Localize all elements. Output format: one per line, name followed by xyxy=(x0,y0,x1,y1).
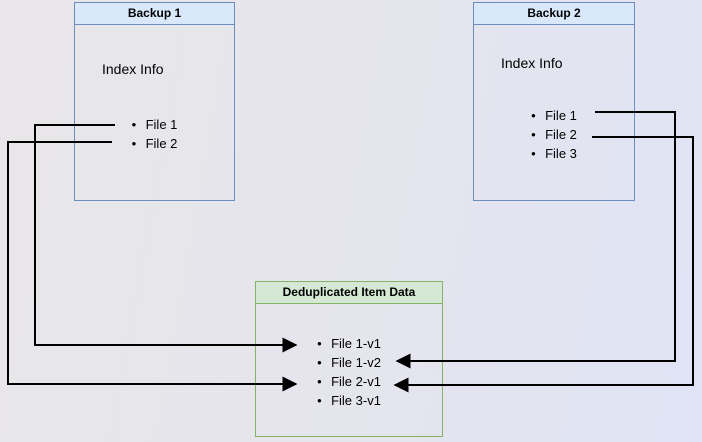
backup1-file-item: File 1 xyxy=(132,115,178,134)
deduplicated-item-data-box: Deduplicated Item Data File 1-v1 File 1-… xyxy=(255,281,443,437)
backup1-file-list: File 1 File 2 xyxy=(132,115,178,153)
backup2-file-item: File 1 xyxy=(531,106,577,125)
backup1-box: Backup 1 Index Info File 1 File 2 xyxy=(74,2,235,201)
dedup-item: File 1-v1 xyxy=(317,334,381,353)
deduplicated-item-data-title: Deduplicated Item Data xyxy=(256,282,442,304)
backup2-title: Backup 2 xyxy=(474,3,634,25)
backup2-file-list: File 1 File 2 File 3 xyxy=(531,106,577,163)
backup2-box: Backup 2 Index Info File 1 File 2 File 3 xyxy=(473,2,635,201)
backup1-index-info-label: Index Info xyxy=(102,61,164,77)
backup1-file-item: File 2 xyxy=(132,134,178,153)
backup1-title: Backup 1 xyxy=(75,3,234,25)
dedup-item-list: File 1-v1 File 1-v2 File 2-v1 File 3-v1 xyxy=(317,334,381,410)
backup2-file-item: File 3 xyxy=(531,144,577,163)
backup2-file-item: File 2 xyxy=(531,125,577,144)
backup2-index-info-label: Index Info xyxy=(501,55,563,71)
dedup-item: File 1-v2 xyxy=(317,353,381,372)
dedup-item: File 2-v1 xyxy=(317,372,381,391)
dedup-item: File 3-v1 xyxy=(317,391,381,410)
